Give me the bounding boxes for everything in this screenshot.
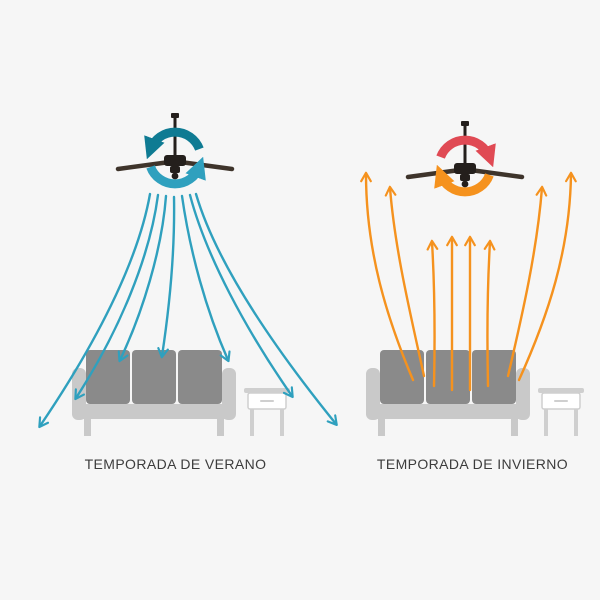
summer-sofa-and-table (71, 349, 291, 437)
winter-panel (360, 121, 585, 437)
summer-caption: TEMPORADA DE VERANO (84, 456, 267, 472)
winter-rotation-arrows-icon (434, 135, 496, 197)
summer-rotation-arrows-icon (144, 127, 206, 189)
summer-ceiling-fan-icon (118, 113, 232, 179)
summer-panel (38, 113, 338, 437)
winter-caption: TEMPORADA DE INVIERNO (376, 456, 569, 472)
summer-airflow-down-arrows (38, 192, 338, 429)
winter-airflow-up-arrows (360, 171, 577, 392)
winter-ceiling-fan-icon (408, 121, 522, 187)
winter-sofa-and-table (365, 349, 585, 437)
